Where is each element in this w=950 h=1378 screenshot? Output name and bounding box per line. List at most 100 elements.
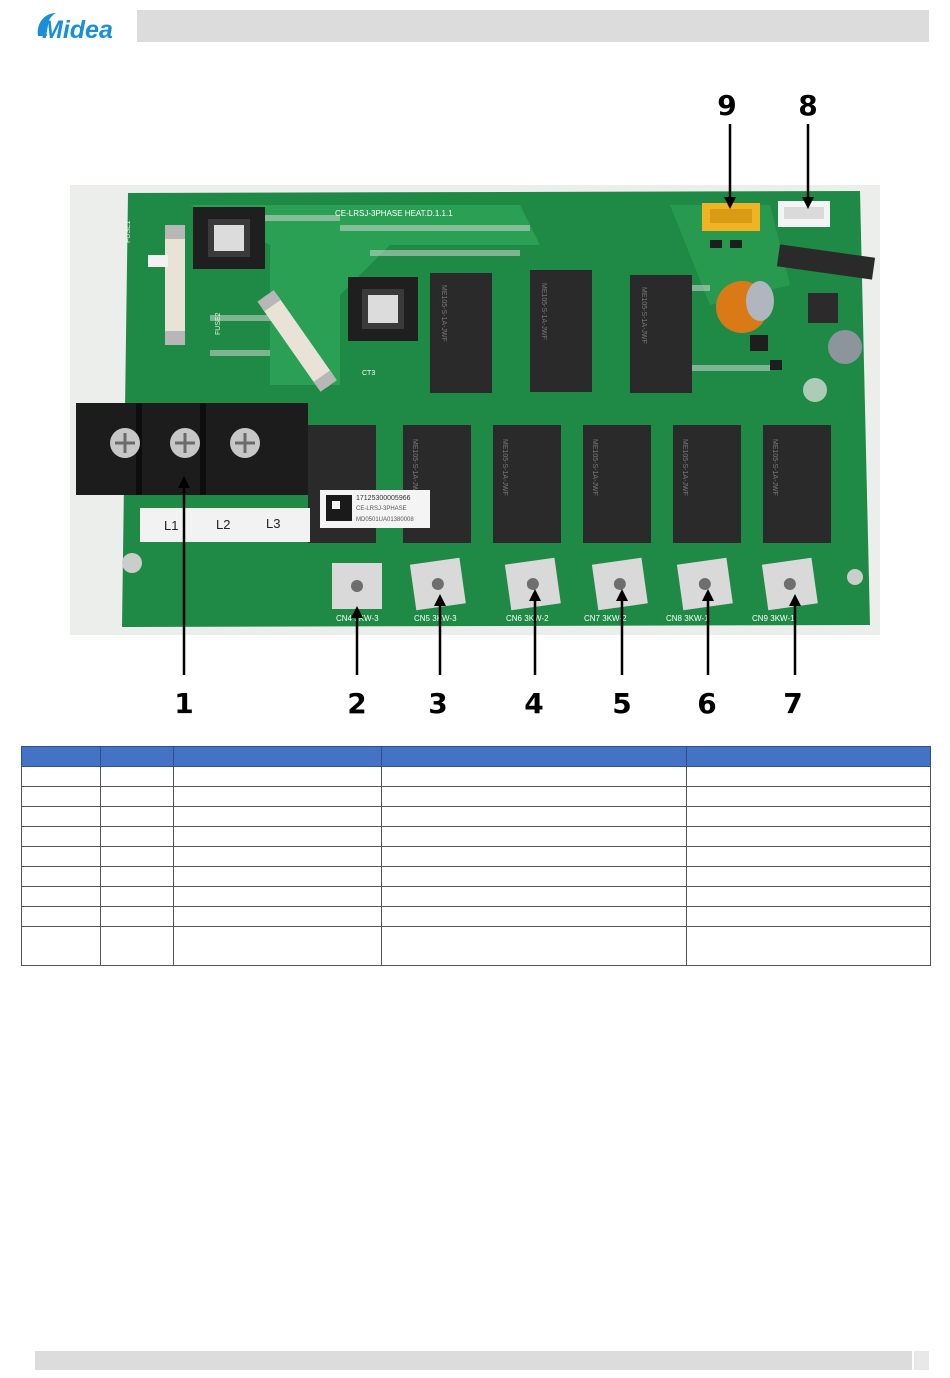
- table-row: [21, 806, 931, 827]
- heatsink: [776, 244, 876, 280]
- relay-marking-top-2: ME105-S-1A-JWF: [540, 283, 547, 340]
- table-cell: [100, 826, 174, 847]
- callout-3: 3: [428, 687, 448, 720]
- table-cell: [686, 926, 931, 966]
- terminal-l2: L2: [216, 517, 230, 532]
- table-cell: [686, 886, 931, 907]
- table-header-cell: [100, 746, 174, 767]
- table-row: [21, 926, 931, 966]
- cn5-label: CN5 3KW-3: [414, 614, 457, 623]
- table-cell: [21, 766, 101, 787]
- cn7-label: CN7 3KW-2: [584, 614, 627, 623]
- table-cell: [21, 926, 101, 966]
- table-cell: [381, 806, 687, 827]
- cn6-label: CN6 3KW-2: [506, 614, 549, 623]
- table-header-cell: [21, 746, 101, 767]
- callout-6: 6: [697, 687, 717, 720]
- relay-marking-bottom-5: ME105-S-1A-JWF: [771, 439, 778, 496]
- callout-2: 2: [347, 687, 367, 720]
- table-cell: [686, 906, 931, 927]
- capacitor-grey: [828, 330, 862, 364]
- cn4-terminal: [332, 563, 382, 609]
- table-row: [21, 866, 931, 887]
- current-transformer-2: [348, 277, 418, 341]
- table-cell: [100, 926, 174, 966]
- table-cell: [686, 786, 931, 807]
- cn6-terminal: [504, 557, 561, 611]
- connector-8-header: [778, 201, 830, 227]
- midea-logo: Midea: [34, 8, 122, 46]
- relay-marking-bottom-3: ME105-S-1A-JWF: [591, 439, 598, 496]
- table-cell: [381, 926, 687, 966]
- component-table: [21, 746, 931, 966]
- relay-marking-bottom-1: ME105-S-1A-JWF: [411, 439, 418, 496]
- header-bar: [137, 10, 929, 42]
- ct3-label: CT3: [362, 370, 375, 377]
- table-cell: [21, 906, 101, 927]
- terminal-block: [76, 403, 308, 495]
- table-cell: [381, 766, 687, 787]
- callout-1: 1: [174, 687, 194, 720]
- table-header-cell: [686, 746, 931, 767]
- terminal-l1: L1: [164, 518, 178, 533]
- table-row: [21, 766, 931, 787]
- product-label: 17125300005966 CE-LRSJ-3PHASE MD0501UA01…: [320, 490, 430, 528]
- relay-marking-bottom-2: ME105-S-1A-JWF: [501, 439, 508, 496]
- logo-text: Midea: [42, 16, 113, 44]
- label-code: 17125300005966: [356, 495, 411, 502]
- top-relays: [430, 270, 692, 393]
- cn9-terminal: [761, 557, 818, 611]
- screw-terminals: [332, 557, 818, 611]
- table-row: [21, 846, 931, 867]
- table-cell: [173, 846, 382, 867]
- relay-marking-bottom-4: ME105-S-1A-JWF: [681, 439, 688, 496]
- table-cell: [686, 846, 931, 867]
- table-cell: [173, 826, 382, 847]
- table-cell: [381, 886, 687, 907]
- footer-bar: [35, 1351, 929, 1370]
- table-header-cell: [381, 746, 687, 767]
- table-cell: [100, 886, 174, 907]
- table-cell: [173, 866, 382, 887]
- table-cell: [381, 826, 687, 847]
- fuse-2: [257, 290, 337, 392]
- table-row: [21, 826, 931, 847]
- board-photo: CE-LRSJ-3PHASE HEAT.D.1.1.1 FUSE1 FUSE2 …: [70, 185, 880, 635]
- capacitor-orange: [716, 281, 774, 333]
- table-cell: [173, 766, 382, 787]
- table-cell: [21, 826, 101, 847]
- footer-page-tab: [912, 1351, 929, 1370]
- current-transformer-1: [193, 207, 265, 269]
- table-cell: [686, 766, 931, 787]
- table-cell: [21, 846, 101, 867]
- terminal-label-strip: [140, 508, 310, 542]
- table-cell: [21, 806, 101, 827]
- table-cell: [100, 786, 174, 807]
- table-cell: [173, 906, 382, 927]
- callout-9: 9: [717, 89, 737, 122]
- terminal-l3: L3: [266, 516, 280, 531]
- label-line2: CE-LRSJ-3PHASE: [356, 506, 407, 512]
- table-cell: [381, 846, 687, 867]
- table-cell: [686, 806, 931, 827]
- board-silk-text: CE-LRSJ-3PHASE HEAT.D.1.1.1: [335, 209, 453, 218]
- table-cell: [100, 846, 174, 867]
- table-row: [21, 786, 931, 807]
- table-row: [21, 886, 931, 907]
- table-cell: [21, 786, 101, 807]
- callout-7: 7: [783, 687, 803, 720]
- table-cell: [381, 906, 687, 927]
- table-row: [21, 906, 931, 927]
- cn5-terminal: [409, 557, 466, 611]
- cn8-terminal: [676, 557, 733, 611]
- table-cell: [686, 866, 931, 887]
- table-cell: [381, 866, 687, 887]
- relay-marking-top-3: ME105-S-1A-JWF: [640, 287, 647, 344]
- callout-8: 8: [798, 89, 818, 122]
- cn4-label: CN4 3KW-3: [336, 614, 379, 623]
- table-cell: [21, 866, 101, 887]
- table-cell: [100, 906, 174, 927]
- relay-marking-top-1: ME105-S-1A-JWF: [440, 285, 447, 342]
- inductor: [808, 293, 838, 323]
- fuse1-label: FUSE1: [125, 220, 132, 243]
